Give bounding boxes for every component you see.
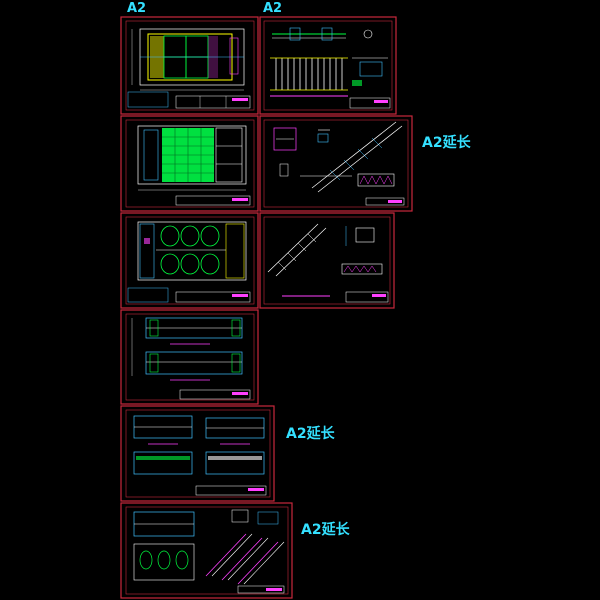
- extension-label-1: A2延长: [422, 135, 471, 151]
- drawing-sheet-3[interactable]: [120, 115, 259, 212]
- drawing-sheet-1[interactable]: [120, 16, 259, 115]
- drawing-sheet-5[interactable]: [120, 212, 259, 309]
- drawing-sheet-6[interactable]: [259, 212, 395, 309]
- extension-label-3: A2延长: [301, 522, 350, 538]
- extension-label-2: A2延长: [286, 426, 335, 442]
- sheet-size-label-1: A2: [127, 1, 147, 16]
- drawing-sheet-7[interactable]: [120, 309, 259, 405]
- drawing-sheet-4[interactable]: [259, 115, 413, 212]
- drawing-sheet-2[interactable]: [259, 16, 397, 115]
- drawing-sheet-8[interactable]: [120, 405, 275, 502]
- drawing-sheet-9[interactable]: [120, 502, 293, 599]
- sheet-size-label-2: A2: [263, 1, 283, 16]
